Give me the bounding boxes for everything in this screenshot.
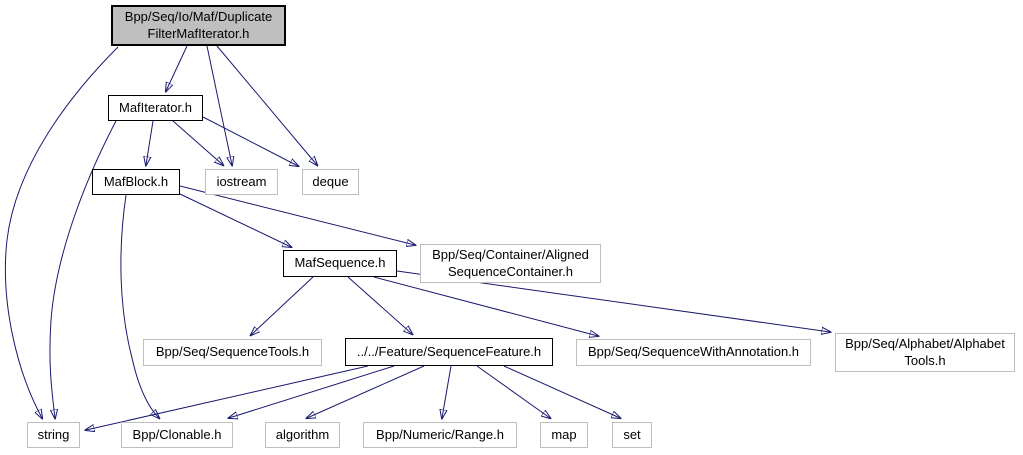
edge-mafiterator-deque [202,116,298,166]
edge-duplicatefiltermafiterator-mafiterator [166,45,188,91]
node-iostream: iostream [205,169,278,195]
edge-sequencefeature-clonable [229,365,395,418]
node-algorithm: algorithm [265,422,340,448]
node-deque: deque [302,169,359,195]
node-sequencefeature[interactable]: ../../Feature/SequenceFeature.h [345,338,553,366]
node-range: Bpp/Numeric/Range.h [363,422,517,448]
node-set: set [612,422,652,448]
node-alphabettools: Bpp/Seq/Alphabet/Alphabet Tools.h [835,333,1015,372]
edge-sequencefeature-set [503,365,620,418]
node-clonable: Bpp/Clonable.h [121,422,233,448]
edge-duplicatefiltermafiterator-iostream [206,45,232,165]
node-map: map [540,422,588,448]
edge-sequencefeature-algorithm [307,365,425,418]
edge-mafiterator-mafblock [146,120,154,165]
edge-sequencefeature-string [86,365,369,430]
edge-mafblock-alignedsequencecontainer [179,185,415,245]
edge-duplicatefiltermafiterator-string [4,46,119,418]
node-alignedsequencecontainer: Bpp/Seq/Container/Aligned SequenceContai… [420,244,601,283]
node-mafiterator[interactable]: MafIterator.h [108,95,203,121]
edge-mafsequence-sequencefeature [347,276,412,334]
node-mafblock[interactable]: MafBlock.h [92,169,180,195]
edge-mafblock-clonable [120,194,159,418]
edge-sequencefeature-range [442,365,452,418]
edge-mafsequence-sequencetools [251,276,314,335]
node-mafsequence[interactable]: MafSequence.h [283,250,397,277]
node-string: string [27,422,80,448]
edge-mafblock-mafsequence [179,193,291,247]
edge-sequencefeature-map [476,365,550,418]
edge-mafiterator-iostream [172,120,223,165]
node-duplicatefiltermafiterator: Bpp/Seq/Io/Maf/Duplicate FilterMafIterat… [111,5,286,46]
node-sequencetools: Bpp/Seq/SequenceTools.h [143,339,322,366]
node-sequencewithannotation: Bpp/Seq/SequenceWithAnnotation.h [576,339,811,366]
edge-mafiterator-string [49,120,117,418]
edge-mafsequence-sequencewithannotation [373,276,598,336]
edge-duplicatefiltermafiterator-deque [216,45,317,165]
